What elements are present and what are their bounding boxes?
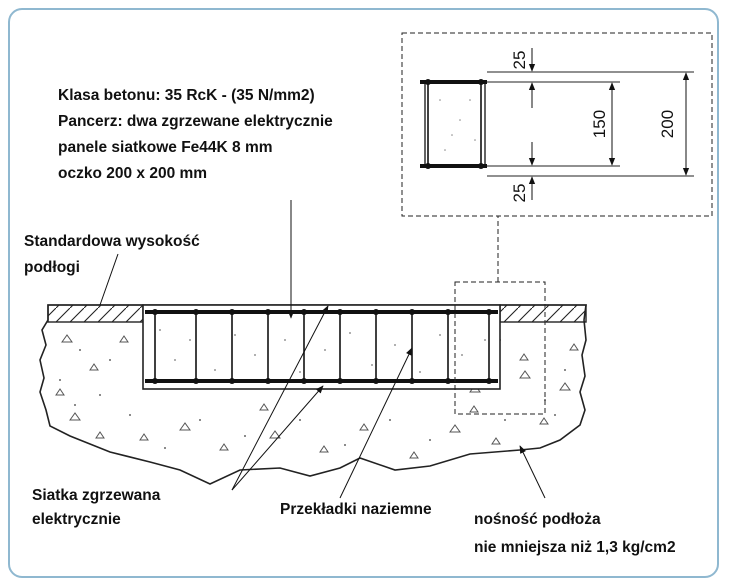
dimension-extension-lines <box>487 71 694 177</box>
spec-line-concrete-class: Klasa betonu: 35 RcK - (35 N/mm2) <box>58 87 315 104</box>
dim-total-thickness: 200 <box>658 110 677 138</box>
floor-right-hatched <box>499 304 587 323</box>
detail-callout-box <box>454 281 546 415</box>
slab-aggregate <box>159 329 486 373</box>
dimension-lines <box>528 48 690 200</box>
detail-aggregate <box>439 99 476 151</box>
floor-height-label-1: Standardowa wysokość <box>24 233 200 250</box>
concrete-slab <box>142 304 501 390</box>
spec-text-block: Klasa betonu: 35 RcK - (35 N/mm2) Pancer… <box>58 87 333 182</box>
spec-line-mesh-size: oczko 200 x 200 mm <box>58 165 207 182</box>
detail-joints <box>425 79 484 169</box>
detail-bars <box>427 82 482 166</box>
dim-mesh-spacing: 150 <box>590 110 609 138</box>
dim-bottom-cover: 25 <box>510 184 529 203</box>
mesh-label-2: elektrycznie <box>32 511 121 528</box>
ground-aggregate <box>55 334 579 459</box>
mesh-label-1: Siatka zgrzewana <box>32 487 161 504</box>
dim-top-cover: 25 <box>510 51 529 70</box>
spec-line-reinforcement: Pancerz: dwa zgrzewane elektrycznie <box>58 113 333 130</box>
floor-height-label-2: podłogi <box>24 259 80 276</box>
bearing-label-2: nie mniejsza niż 1,3 kg/cm2 <box>474 539 676 556</box>
floor-left-hatched <box>47 304 144 323</box>
spec-line-mesh-type: panele siatkowe Fe44K 8 mm <box>58 139 273 156</box>
bearing-label-1: nośność podłoża <box>474 511 601 528</box>
mesh-joints <box>152 309 492 384</box>
spacers-label: Przekładki naziemne <box>280 501 432 518</box>
spacer-bars <box>154 312 490 381</box>
leader-lines <box>99 200 546 499</box>
detail-slab-section <box>424 81 486 167</box>
